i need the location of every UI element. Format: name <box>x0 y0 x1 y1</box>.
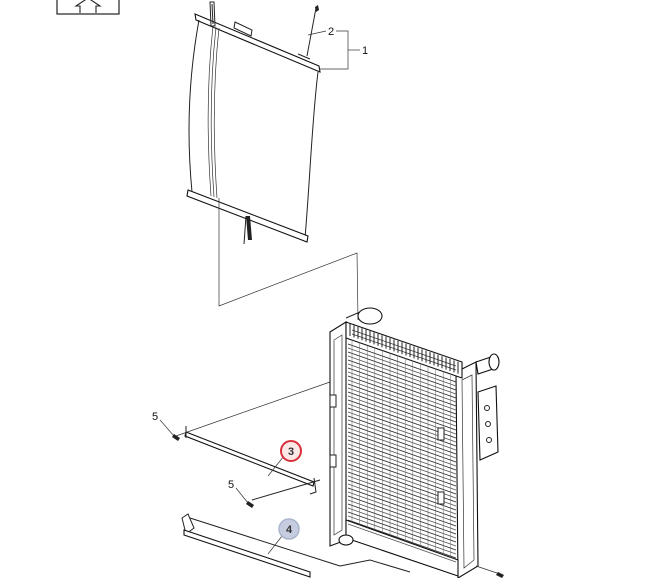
core-fin-line <box>347 451 457 491</box>
radiator-top-fins <box>349 324 459 374</box>
core-fin-line <box>347 431 457 471</box>
radiator-assembly <box>329 307 500 578</box>
core-fin-line <box>347 495 457 535</box>
core-fin-line <box>347 391 457 431</box>
radiator-core-fins <box>347 340 457 563</box>
core-fin-line <box>347 375 457 415</box>
core-fin-line <box>347 351 457 391</box>
core-fin-line <box>347 515 457 555</box>
callout-4[interactable]: 4 <box>267 518 300 555</box>
core-fin-line <box>347 411 457 451</box>
core-fin-line <box>347 483 457 523</box>
core-fin-line <box>347 447 457 487</box>
assembly-guide-lines <box>175 198 359 437</box>
core-fin-line <box>347 511 457 551</box>
svg-text:5: 5 <box>152 411 158 423</box>
core-fin-line <box>347 427 457 467</box>
core-fin-line <box>347 379 457 419</box>
core-fin-line <box>347 475 457 515</box>
svg-text:1: 1 <box>362 45 368 57</box>
rod-part-3 <box>184 426 321 501</box>
radiator-screen-part <box>186 1 321 245</box>
core-fin-line <box>347 435 457 475</box>
core-fin-line <box>347 367 457 407</box>
svg-text:4: 4 <box>286 524 293 536</box>
core-fin-line <box>347 343 457 383</box>
core-fin-line <box>347 523 457 563</box>
core-fin-line <box>347 415 457 455</box>
core-fin-line <box>347 387 457 427</box>
core-fin-line <box>347 443 457 483</box>
callout-3[interactable]: 3 <box>267 440 302 477</box>
core-fin-line <box>347 519 457 559</box>
core-fin-line <box>347 355 457 395</box>
core-fin-line <box>347 479 457 519</box>
core-fin-line <box>347 383 457 423</box>
core-fin-line <box>347 455 457 495</box>
core-fin-line <box>347 487 457 527</box>
bolt-part-5a: 5 <box>152 411 180 441</box>
svg-text:5: 5 <box>228 479 234 491</box>
bolt-bottom-right <box>475 565 504 578</box>
bracket-part-4 <box>181 513 411 578</box>
core-fin-line <box>347 423 457 463</box>
core-fin-line <box>347 347 457 387</box>
core-fin-line <box>347 507 457 547</box>
svg-text:3: 3 <box>288 446 294 458</box>
callout-1: 1 <box>348 45 368 57</box>
callout-2: 2 <box>307 26 349 70</box>
bolt-part-5b: 5 <box>228 479 254 508</box>
svg-text:2: 2 <box>328 26 334 38</box>
core-fin-line <box>347 359 457 399</box>
core-fin-line <box>347 499 457 539</box>
core-fin-line <box>347 503 457 543</box>
core-fin-line <box>347 363 457 403</box>
core-fin-line <box>347 419 457 459</box>
core-fin-line <box>347 371 457 411</box>
core-fin-line <box>347 439 457 479</box>
core-fin-line <box>347 491 457 531</box>
nav-home-icon[interactable] <box>56 0 120 15</box>
